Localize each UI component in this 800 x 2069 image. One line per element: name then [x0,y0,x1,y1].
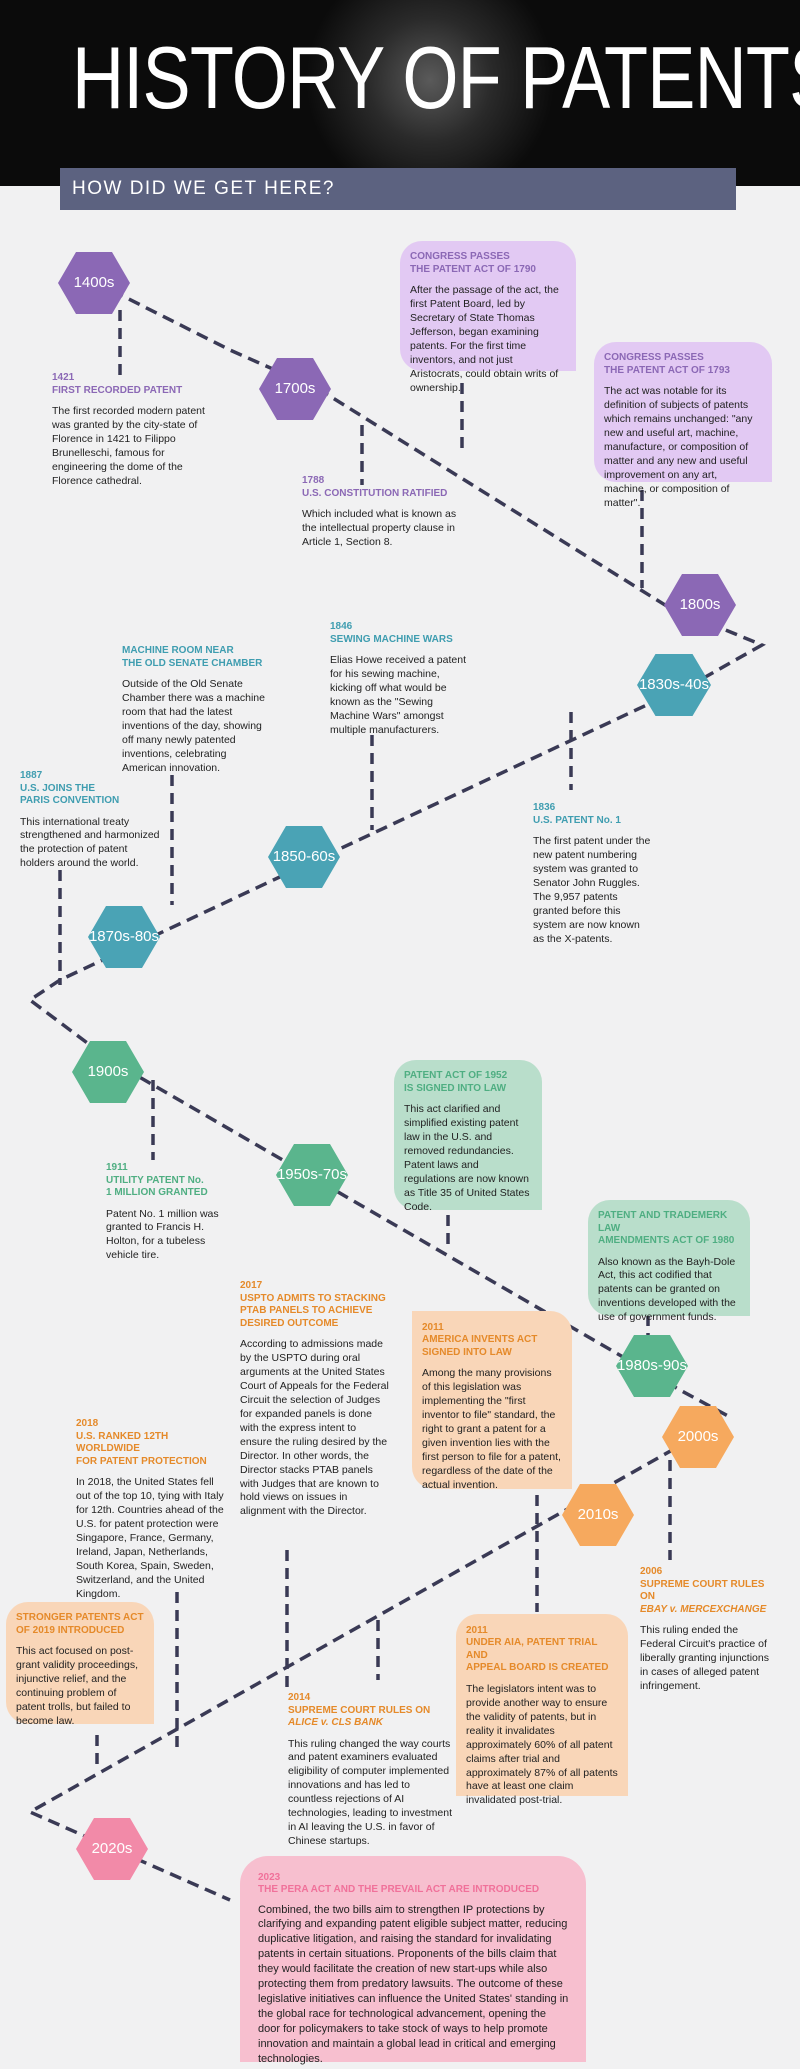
event-body: This ruling changed the way courts and p… [288,1737,453,1848]
event-body: This act focused on post-grant validity … [16,1645,138,1727]
era-label: 1980s-90s [616,1357,688,1375]
era-label: 1700s [274,380,316,398]
event-card-2023: 2023 THE PERA ACT AND THE PREVAIL ACT AR… [240,1856,586,2065]
header-banner: HISTORY OF PATENTS [0,0,800,186]
era-label: 2010s [577,1506,619,1524]
event-body: After the passage of the act, the first … [410,284,559,394]
event-body: The act was notable for its definition o… [604,385,753,509]
era-label: 1850-60s [272,848,336,866]
event-title: FIRST RECORDED PATENT [52,384,183,396]
event-1836: 1836 U.S. PATENT No. 1 The first patent … [533,802,653,947]
event-body: This act clarified and simplified existi… [404,1103,530,1213]
event-title: SEWING MACHINE WARS [330,633,453,645]
event-title: U.S. CONSTITUTION RATIFIED [302,487,448,499]
event-year: 2011 [422,1322,444,1333]
era-hex-2020s: 2020s [76,1818,148,1880]
event-body: The legislators intent was to provide an… [466,1682,618,1807]
era-hex-1400s: 1400s [58,252,130,314]
event-body: Also known as the Bayh-Dole Act, this ac… [598,1255,736,1324]
event-body: The first recorded modern patent was gra… [52,405,205,487]
page-title: HISTORY OF PATENTS [72,28,800,127]
event-body: Among the many provisions of this legisl… [422,1367,561,1491]
era-hex-1950s-70s: 1950s-70s [276,1144,348,1206]
era-label: 1830s-40s [638,676,710,694]
event-body: Outside of the Old Senate Chamber there … [122,678,265,774]
event-body: The first patent under the new patent nu… [533,835,651,945]
event-year: 2018 [76,1418,99,1429]
event-title: U.S. PATENT No. 1 [533,814,621,826]
era-label: 1400s [73,274,115,292]
era-label: 2020s [91,1840,133,1858]
era-label: 1870s-80s [88,928,160,946]
era-hex-2000s: 2000s [662,1406,734,1468]
era-hex-1900s: 1900s [72,1041,144,1103]
event-year: 1836 [533,802,556,813]
event-body: Patent No. 1 million was granted to Fran… [106,1207,219,1262]
event-year: 2011 [466,1625,488,1636]
event-year: 1788 [302,475,325,486]
event-1421: 1421 FIRST RECORDED PATENT The first rec… [52,372,212,489]
event-body: Combined, the two bills aim to strengthe… [258,1903,569,2066]
event-year: 1887 [20,770,43,781]
event-body: This international treaty strengthened a… [20,815,160,870]
event-year: 2014 [288,1692,311,1703]
lightbulb-glow-image [300,0,560,186]
event-year: 2023 [258,1872,281,1883]
era-label: 1800s [679,596,721,614]
event-title: THE PERA ACT AND THE PREVAIL ACT ARE INT… [258,1884,540,1895]
event-body: This ruling ended the Federal Circuit's … [640,1624,769,1692]
event-body: Elias Howe received a patent for his sew… [330,654,466,736]
era-hex-1980s-90s: 1980s-90s [616,1335,688,1397]
event-1788: 1788 U.S. CONSTITUTION RATIFIED Which in… [302,475,462,550]
event-body: According to admissions made by the USPT… [240,1338,389,1518]
event-year: 1846 [330,621,353,632]
era-hex-1700s: 1700s [259,358,331,420]
era-hex-2010s: 2010s [562,1484,634,1546]
event-1911: 1911 UTILITY PATENT No.1 MILLION GRANTED… [106,1162,236,1263]
era-label: 1900s [87,1063,129,1081]
event-year: 1421 [52,372,75,383]
event-body: Which included what is known as the inte… [302,508,457,548]
event-body: In 2018, the United States fell out of t… [76,1476,224,1600]
page-subtitle: HOW DID WE GET HERE? [60,168,736,210]
event-title: UTILITY PATENT No.1 MILLION GRANTED [106,1174,208,1199]
event-year: 2017 [240,1280,263,1291]
event-year: 1911 [106,1162,128,1173]
era-label: 2000s [677,1428,719,1446]
event-1846: 1846 SEWING MACHINE WARS Elias Howe rece… [330,621,470,738]
era-label: 1950s-70s [276,1166,348,1184]
event-year: 2006 [640,1566,663,1577]
